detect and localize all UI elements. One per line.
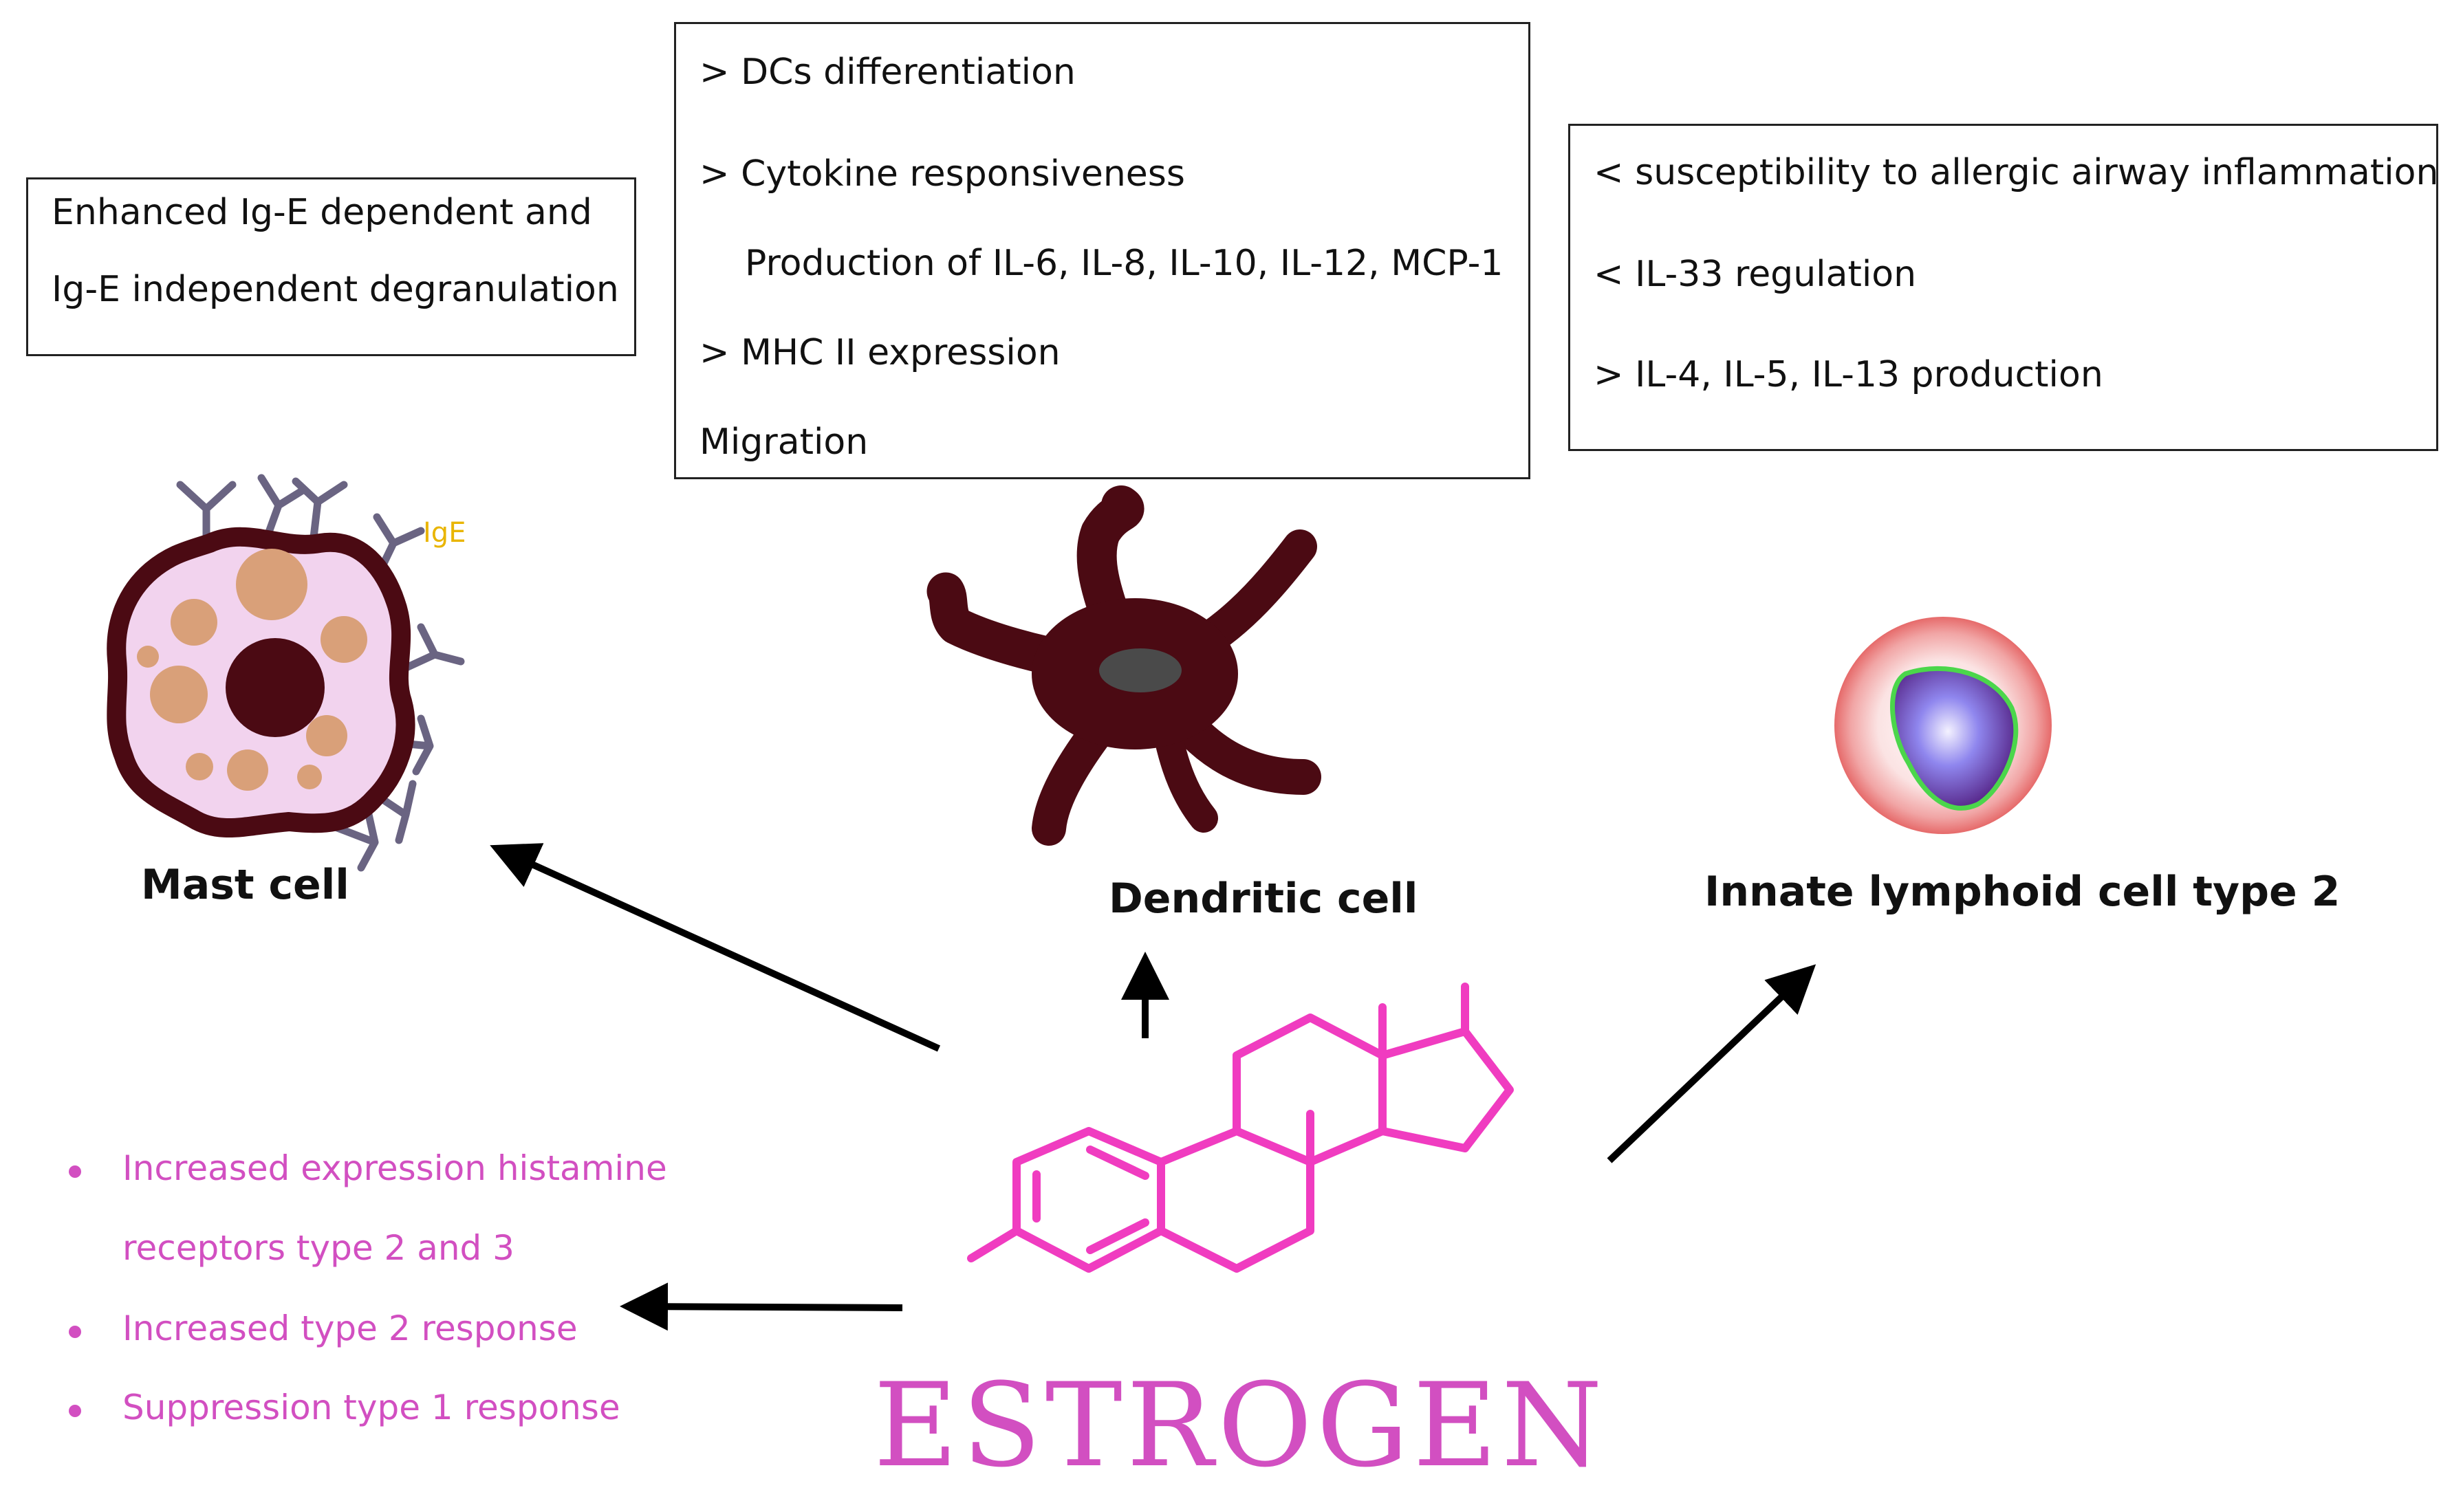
bullet-item-2: Increased type 2 response bbox=[122, 1308, 578, 1348]
dc-box-line-5: Migration bbox=[699, 421, 869, 463]
estradiol-molecule-icon bbox=[967, 983, 1514, 1273]
ilc-box-line-1: < susceptibility to allergic airway infl… bbox=[1594, 152, 2439, 193]
arrow-to-mast-cell bbox=[490, 843, 941, 1052]
bullet-dot-2 bbox=[69, 1326, 81, 1338]
ige-receptors bbox=[176, 474, 465, 872]
arrows bbox=[490, 843, 1816, 1331]
dendritic-cell-effects-box: > DCs differentiation > Cytokine respons… bbox=[674, 22, 1530, 479]
mast-cell-icon bbox=[107, 474, 465, 872]
dendritic-cell-icon bbox=[926, 485, 1321, 846]
arrow-to-ilc2 bbox=[1607, 964, 1816, 1163]
bullet-item-1: Increased expression histamine bbox=[122, 1148, 667, 1188]
ilc2-effects-box: < susceptibility to allergic airway infl… bbox=[1568, 124, 2438, 451]
bullet-dot-3 bbox=[69, 1405, 81, 1417]
bullet-item-3: Suppression type 1 response bbox=[122, 1388, 620, 1427]
dc-box-line-3: Production of IL-6, IL-8, IL-10, IL-12, … bbox=[745, 243, 1504, 284]
ilc-box-line-2: < IL-33 regulation bbox=[1594, 254, 1917, 295]
dendritic-cell-label: Dendritic cell bbox=[1109, 875, 1418, 923]
ilc2-label: Innate lymphoid cell type 2 bbox=[1704, 868, 2341, 916]
dc-box-line-2: > Cytokine responsiveness bbox=[699, 153, 1185, 195]
estrogen-title: ESTROGEN bbox=[874, 1358, 1607, 1493]
granules bbox=[137, 549, 367, 791]
mast-box-line-2: Ig-E independent degranulation bbox=[52, 269, 619, 310]
dc-box-line-4: > MHC II expression bbox=[699, 332, 1061, 373]
ige-label: IgE bbox=[423, 517, 466, 549]
mast-box-line-1: Enhanced Ig-E dependent and bbox=[52, 192, 592, 233]
bullet-item-1-cont: receptors type 2 and 3 bbox=[122, 1228, 514, 1268]
dc-box-line-1: > DCs differentiation bbox=[699, 52, 1076, 93]
ilc2-cell-icon bbox=[1834, 617, 2052, 834]
ilc-box-line-3: > IL-4, IL-5, IL-13 production bbox=[1594, 354, 2103, 395]
arrow-to-bullets bbox=[620, 1282, 903, 1331]
mast-cell-effects-box: Enhanced Ig-E dependent and Ig-E indepen… bbox=[26, 177, 636, 356]
bullet-dot-1 bbox=[69, 1165, 81, 1178]
mast-cell-label: Mast cell bbox=[141, 861, 349, 909]
